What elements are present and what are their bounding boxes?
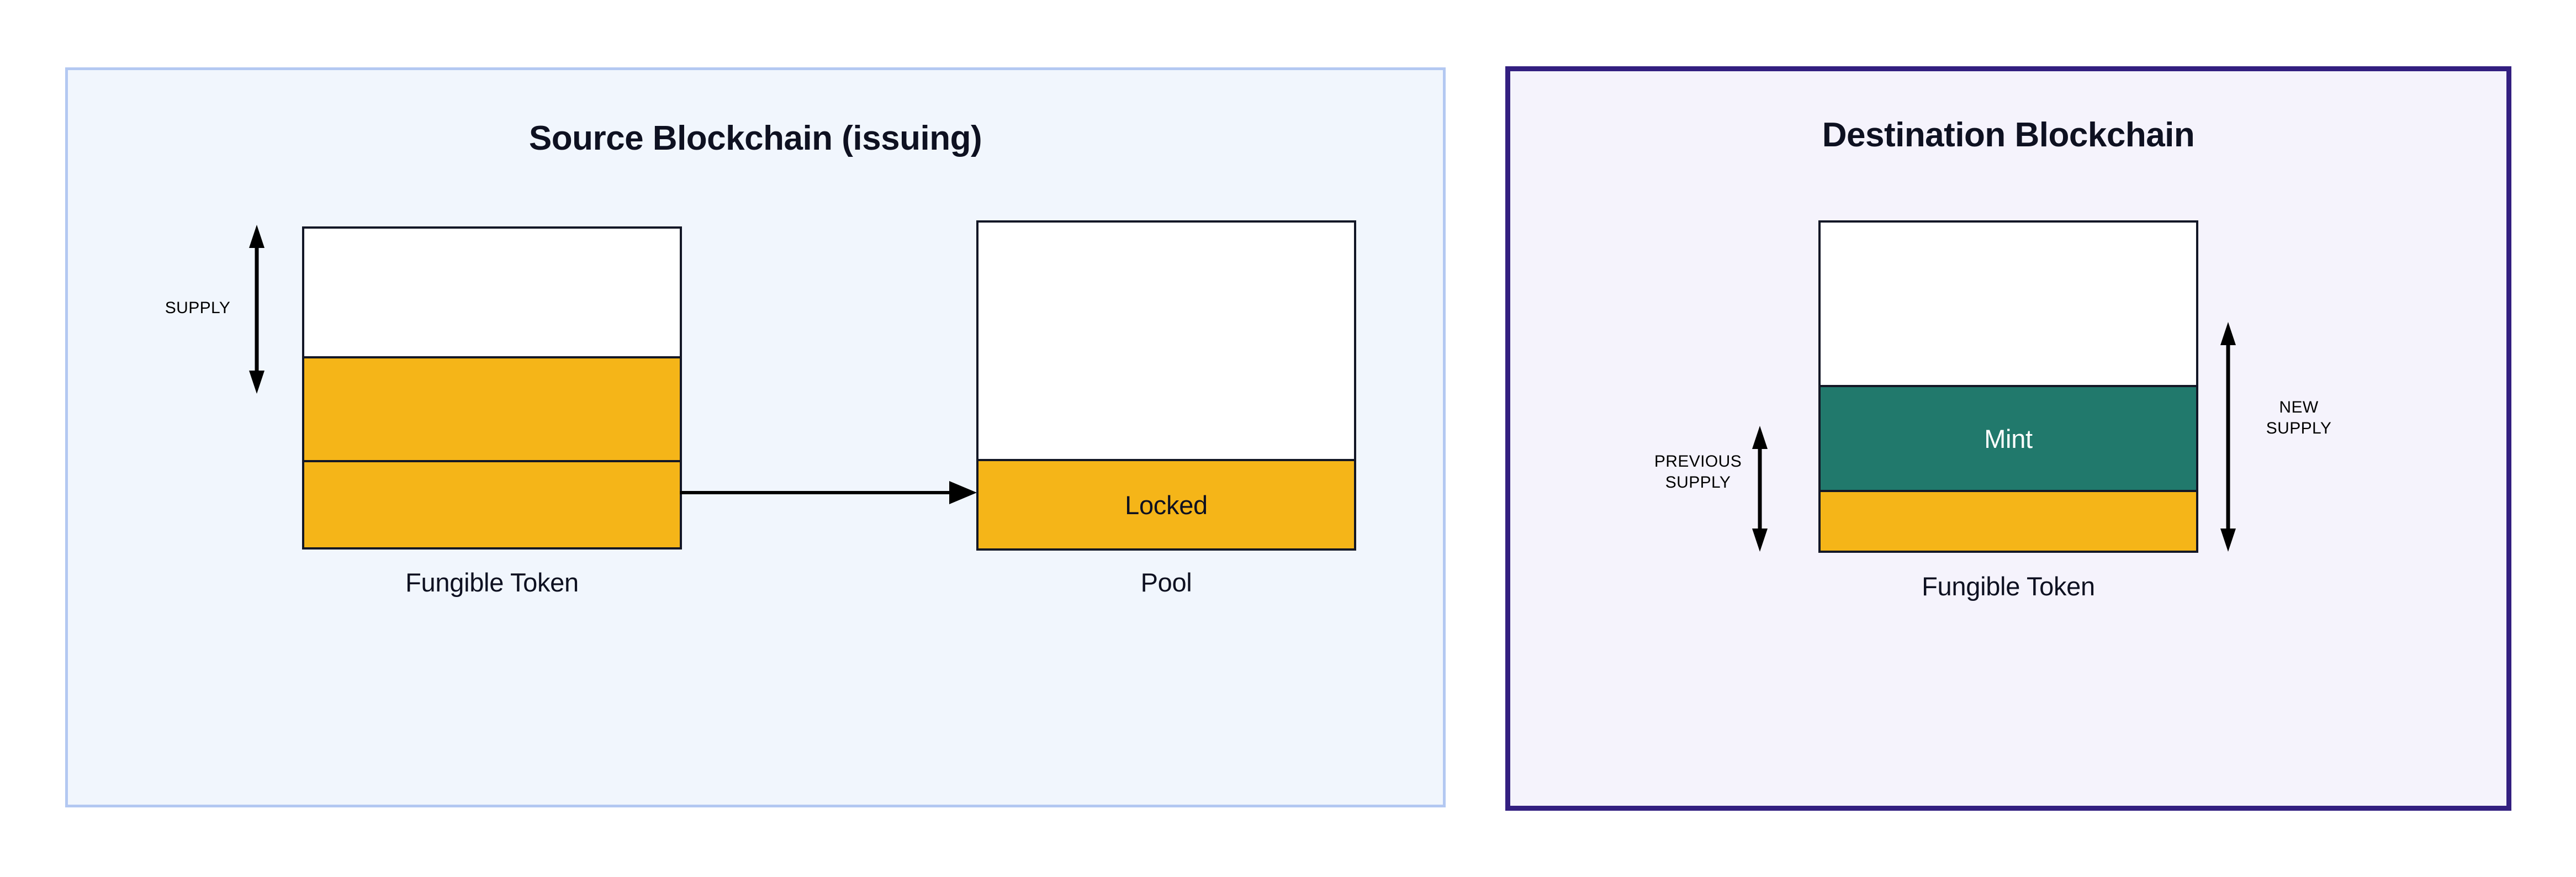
pool-locked-segment: Locked <box>978 459 1354 548</box>
previous-supply-measure-arrow <box>1749 425 1771 553</box>
destination-fungible-token-caption: Fungible Token <box>1922 572 2095 601</box>
pool-bar: Locked <box>976 220 1356 551</box>
supply-measure-arrow <box>246 224 268 395</box>
supply-measure-label: SUPPLY <box>165 299 231 317</box>
source-blockchain-panel: Source Blockchain (issuing) Fungible Tok… <box>65 67 1446 807</box>
pool-caption: Pool <box>1140 568 1192 597</box>
lock-transfer-arrow <box>680 480 978 506</box>
destination-panel-title: Destination Blockchain <box>1822 116 2195 154</box>
pool-locked-label: Locked <box>1125 490 1208 520</box>
source-fungible-token-caption: Fungible Token <box>405 568 579 597</box>
destination-token-mint-label: Mint <box>1984 424 2033 453</box>
previous-supply-measure-label: PREVIOUS SUPPLY <box>1654 452 1742 492</box>
new-supply-measure-arrow <box>2217 321 2239 553</box>
destination-blockchain-panel: Destination Blockchain Mint Fungible Tok… <box>1505 66 2511 811</box>
destination-token-mint-segment: Mint <box>1821 385 2196 490</box>
pool-headroom-segment <box>978 223 1354 459</box>
source-token-headroom-segment <box>304 229 680 356</box>
new-supply-measure-label: NEW SUPPLY <box>2266 398 2332 438</box>
destination-token-previous-supply-segment <box>1821 490 2196 551</box>
source-panel-title: Source Blockchain (issuing) <box>528 119 982 157</box>
source-token-supply-upper-segment <box>304 356 680 460</box>
destination-fungible-token-bar: Mint <box>1818 220 2198 553</box>
source-fungible-token-bar <box>302 226 682 550</box>
destination-token-headroom-segment <box>1821 223 2196 385</box>
source-token-supply-lower-segment <box>304 460 680 547</box>
